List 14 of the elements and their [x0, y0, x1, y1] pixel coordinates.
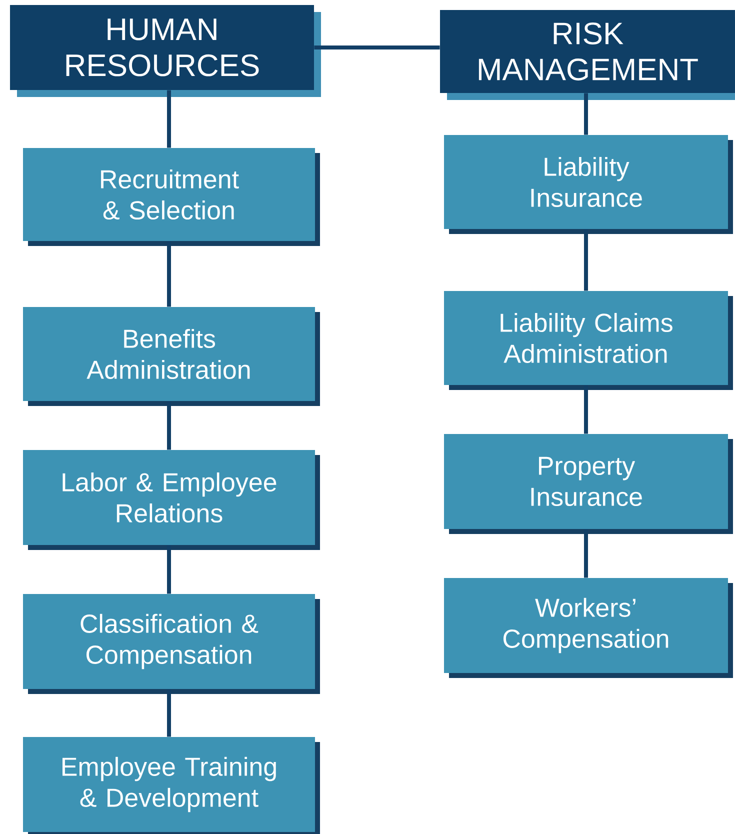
connector-line	[314, 46, 440, 50]
header-box: RISK MANAGEMENT	[440, 10, 735, 100]
department-box: Labor & Employee Relations	[23, 450, 320, 550]
header-box: HUMAN RESOURCES	[10, 5, 321, 97]
connector-line	[584, 93, 588, 135]
department-box: Workers’ Compensation	[444, 578, 733, 678]
department-box: Liability Claims Administration	[444, 291, 733, 390]
department-box: Employee Training & Development	[23, 737, 320, 834]
department-box: Recruitment & Selection	[23, 148, 320, 246]
department-box: Liability Insurance	[444, 135, 733, 234]
department-box: Benefits Administration	[23, 307, 320, 406]
department-box: Classification & Compensation	[23, 594, 320, 694]
department-box: Property Insurance	[444, 434, 733, 534]
connector-line	[167, 90, 171, 148]
